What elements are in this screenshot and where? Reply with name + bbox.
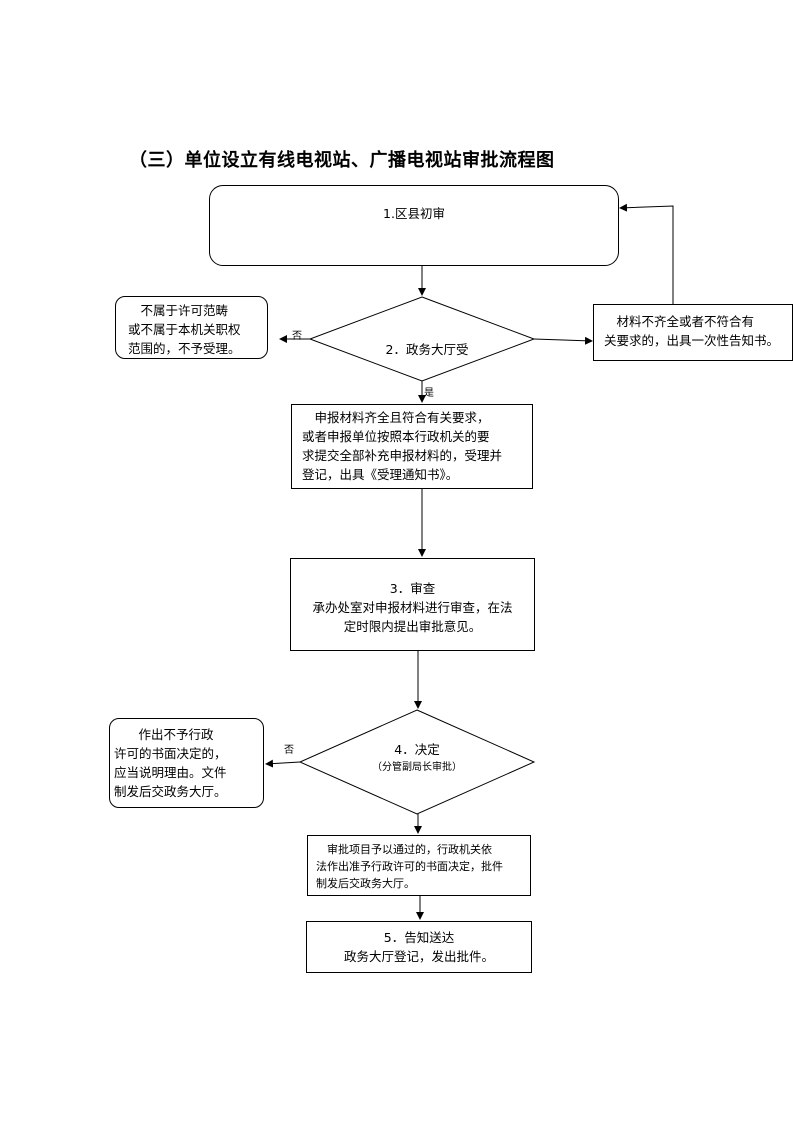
arrow-4-to-deny [265,759,301,768]
reject-scope-box: 不属于许可范畴 或不属于本机关职权 范围的，不予受理。 [115,296,268,359]
step5-box: 5．告知送达 政务大厅登记，发出批件。 [306,921,532,973]
arrow-incomplete-to-1 [619,203,674,304]
step4-note: （分管副局长审批） [372,762,462,773]
deny-line-3: 应当说明理由。文件 [114,765,227,780]
accept-line-1: 申报材料齐全且符合有关要求， [302,410,490,425]
accept-line-2: 或者申报单位按照本行政机关的要 [302,429,490,444]
decision-diamond-2 [308,296,536,382]
label-yes-2: 是 [424,388,434,399]
step4-title: 4．决定 [394,742,440,757]
deny-line-2: 许可的书面决定的， [114,746,227,761]
step1-box: 1.区县初审 [209,185,619,266]
step3-line-2: 定时限内提出审批意见。 [343,619,482,634]
incomplete-line-1: 材料不齐全或者不符合有 [604,314,755,329]
decision-diamond-4 [298,709,536,815]
step3-title: 3．审查 [389,581,436,596]
approve-line-1: 审批项目予以通过的，行政机关依 [316,843,492,856]
label-no-2: 否 [292,331,302,342]
approve-box: 审批项目予以通过的，行政机关依 法作出准予行政许可的书面决定，批件 制发后交政务… [307,835,531,896]
step2-label: 2．政务大厅受 [385,342,469,357]
label-no-4: 否 [284,745,294,756]
arrow-2-to-incomplete [533,336,593,345]
step3-line-1: 承办处室对申报材料进行审查，在法 [312,600,513,615]
step5-title: 5．告知送达 [383,930,455,945]
accept-line-4: 登记，出具《受理通知书》。 [302,467,459,482]
reject-scope-line-3: 范围的，不予受理。 [128,341,241,356]
deny-line-4: 制发后交政务大厅。 [114,784,227,799]
approve-line-2: 法作出准予行政许可的书面决定，批件 [316,860,503,873]
step3-box: 3．审查 承办处室对申报材料进行审查，在法 定时限内提出审批意见。 [290,558,535,651]
deny-box: 作出不予行政 许可的书面决定的， 应当说明理由。文件 制发后交政务大厅。 [109,718,264,808]
step5-body: 政务大厅登记，发出批件。 [343,949,494,964]
incomplete-line-2: 关要求的，出具一次性告知书。 [604,333,780,348]
incomplete-box: 材料不齐全或者不符合有 关要求的，出具一次性告知书。 [593,304,793,361]
deny-line-1: 作出不予行政 [126,727,214,742]
accept-line-3: 求提交全部补充申报材料的，受理并 [302,448,503,463]
approve-line-3: 制发后交政务大厅。 [316,877,415,890]
page-title: （三）单位设立有线电视站、广播电视站审批流程图 [129,150,555,171]
step1-label: 1.区县初审 [383,206,445,221]
accept-box: 申报材料齐全且符合有关要求， 或者申报单位按照本行政机关的要 求提交全部补充申报… [291,404,533,489]
reject-scope-line-1: 不属于许可范畴 [128,303,229,318]
reject-scope-line-2: 或不属于本机关职权 [128,322,241,337]
